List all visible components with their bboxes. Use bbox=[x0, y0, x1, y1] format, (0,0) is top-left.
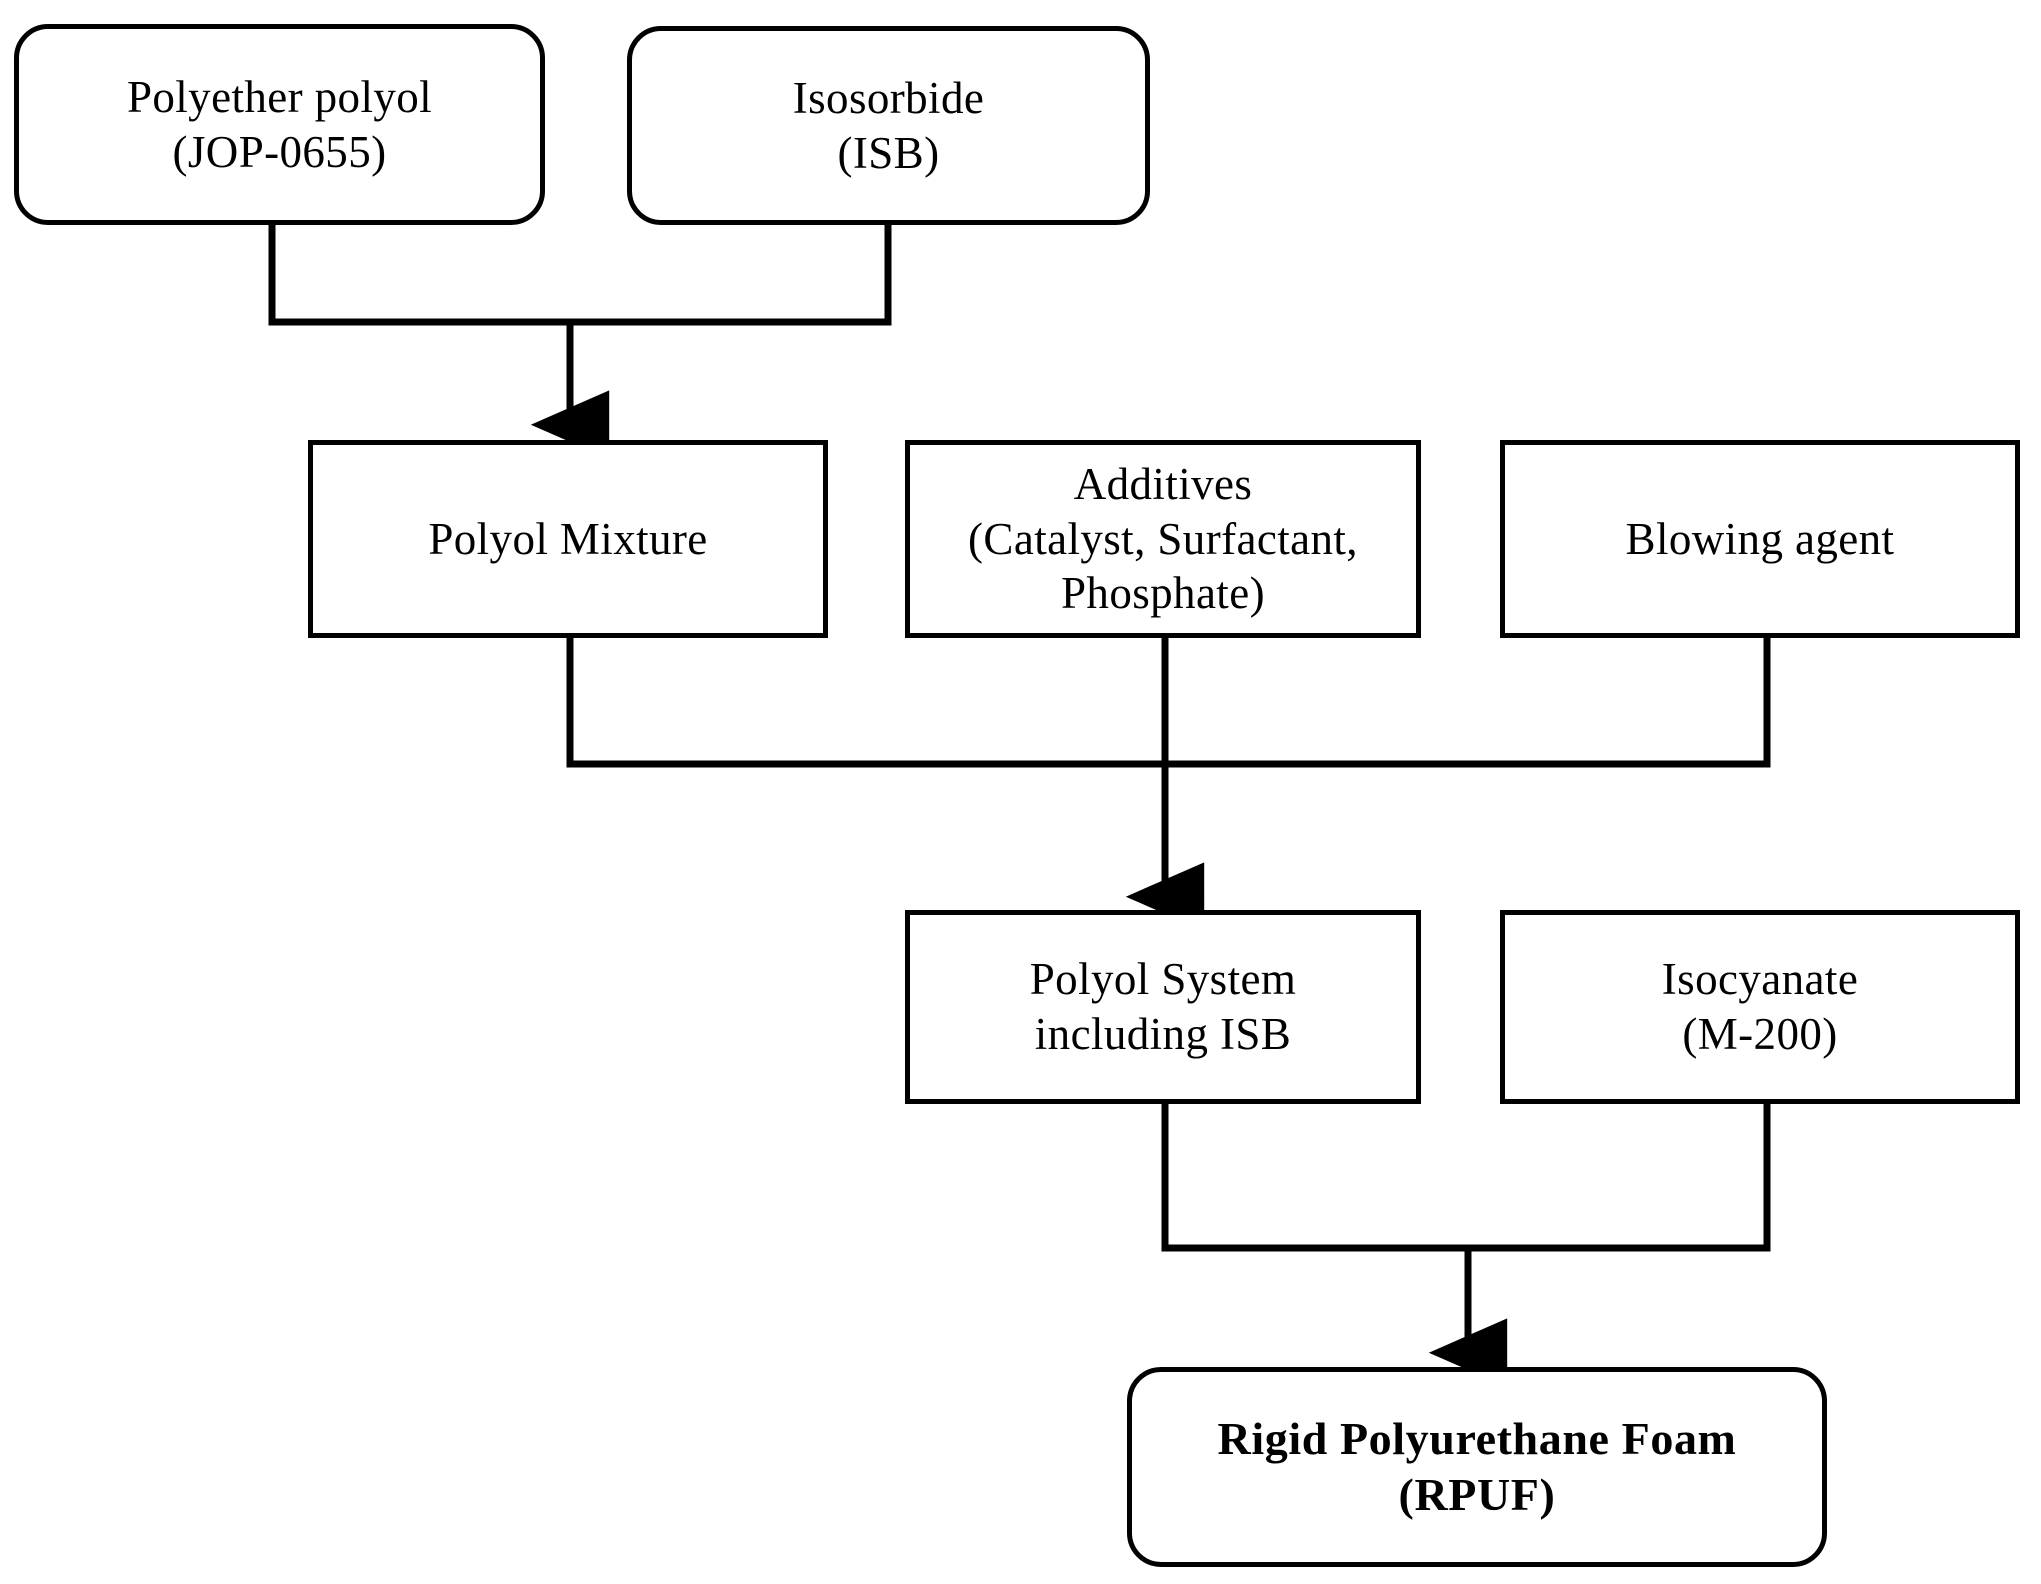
isocyanate-label: Isocyanate (M-200) bbox=[1661, 954, 1859, 1059]
connector-polyols-to-polyol-mixture bbox=[268, 225, 892, 459]
blowing-agent-label: Blowing agent bbox=[1625, 513, 1895, 564]
polyol-system-node: Polyol System including ISB bbox=[905, 910, 1421, 1104]
additives-label: Additives (Catalyst, Surfactant, Phospha… bbox=[968, 458, 1358, 619]
connector-system-isocyanate-to-rpuf bbox=[1161, 1104, 1771, 1387]
blowing-agent-node: Blowing agent bbox=[1500, 440, 2020, 638]
polyol-mixture-node: Polyol Mixture bbox=[308, 440, 828, 638]
polyol-system-label: Polyol System including ISB bbox=[1029, 954, 1297, 1059]
rigid-polyurethane-foam-label: Rigid Polyurethane Foam (RPUF) bbox=[1217, 1412, 1737, 1520]
isosorbide-node: Isosorbide (ISB) bbox=[627, 26, 1150, 225]
rigid-polyurethane-foam-node: Rigid Polyurethane Foam (RPUF) bbox=[1127, 1367, 1827, 1567]
isosorbide-label: Isosorbide (ISB) bbox=[792, 72, 985, 178]
polyether-polyol-label: Polyether polyol (JOP-0655) bbox=[126, 71, 433, 177]
polyol-mixture-label: Polyol Mixture bbox=[428, 513, 708, 564]
polyether-polyol-node: Polyether polyol (JOP-0655) bbox=[14, 24, 545, 225]
isocyanate-node: Isocyanate (M-200) bbox=[1500, 910, 2020, 1104]
additives-node: Additives (Catalyst, Surfactant, Phospha… bbox=[905, 440, 1421, 638]
